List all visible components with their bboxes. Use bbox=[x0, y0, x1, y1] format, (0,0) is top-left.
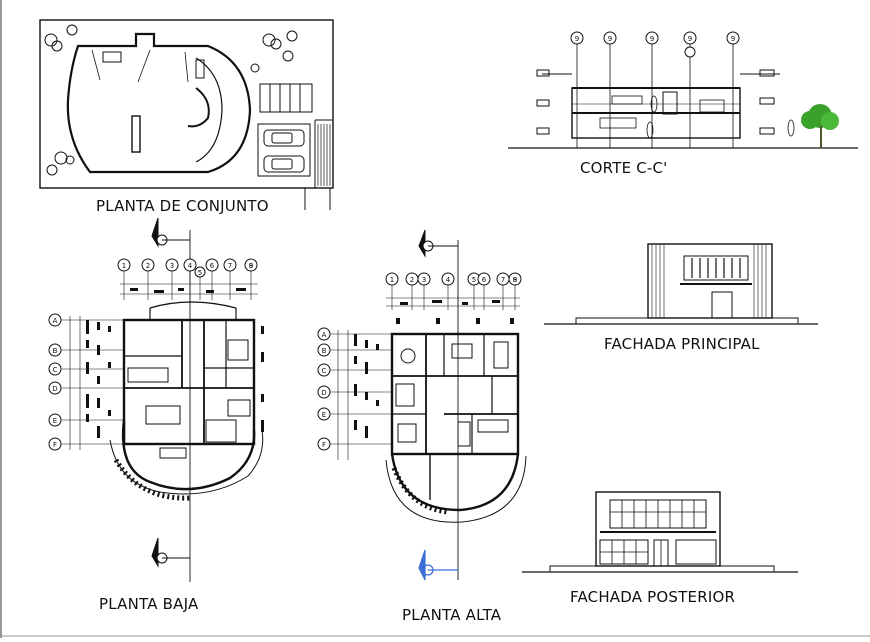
planta-conjunto-drawing bbox=[39, 19, 334, 210]
tree-icon bbox=[801, 104, 839, 148]
grid-bubble-label: E bbox=[53, 417, 57, 425]
north-arrow-icon bbox=[418, 229, 458, 258]
corte-title: CORTE C-C' bbox=[580, 159, 668, 177]
grid-bubble-label: F bbox=[322, 441, 326, 449]
grid-bubble-label: E bbox=[322, 411, 326, 419]
planta-baja-row-labels: A B C D E F bbox=[52, 317, 57, 449]
grid-bubble-label: 4 bbox=[188, 262, 193, 270]
planta-baja-column-labels: 1 2 3 456 7 89 bbox=[122, 262, 253, 277]
planta-baja-title: PLANTA BAJA bbox=[99, 595, 199, 613]
grid-bubble-label: A bbox=[322, 331, 327, 339]
fachada-posterior-title: FACHADA POSTERIOR bbox=[570, 588, 736, 606]
fachada-posterior-drawing bbox=[522, 491, 798, 573]
grid-bubble-label: 8 bbox=[513, 276, 517, 284]
corte-drawing bbox=[508, 31, 858, 149]
north-arrow-selected-icon bbox=[418, 549, 458, 581]
planta-alta-grid-bubbles bbox=[317, 272, 522, 451]
grid-bubble-label: 2 bbox=[410, 276, 414, 284]
grid-bubble-label: 5 bbox=[198, 269, 202, 277]
grid-bubble-label: 9 bbox=[688, 35, 692, 43]
grid-bubble-label: 3 bbox=[422, 276, 426, 284]
grid-bubble-label: 6 bbox=[210, 262, 215, 270]
grid-bubble-label: 4 bbox=[446, 276, 451, 284]
planta-baja-drawing bbox=[60, 230, 264, 582]
grid-bubble-label: B bbox=[322, 347, 327, 355]
grid-bubble-label: 9 bbox=[249, 262, 253, 270]
planta-alta-drawing bbox=[330, 240, 527, 580]
planta-alta-title: PLANTA ALTA bbox=[402, 606, 502, 624]
grid-bubble-label: 9 bbox=[608, 35, 612, 43]
grid-bubble-label: C bbox=[322, 367, 327, 375]
grid-bubble-label: 5 bbox=[472, 276, 476, 284]
grid-bubble-label: 1 bbox=[122, 262, 126, 270]
planta-conjunto-title: PLANTA DE CONJUNTO bbox=[96, 197, 269, 215]
north-arrow-icon bbox=[151, 217, 190, 568]
grid-bubble-label: 3 bbox=[170, 262, 174, 270]
planta-baja-grid-bubbles bbox=[48, 258, 258, 451]
corte-axis-labels: 9 9 9 9 9 bbox=[575, 35, 735, 43]
grid-bubble-label: 9 bbox=[513, 276, 517, 284]
grid-bubble-label: D bbox=[321, 389, 326, 397]
planta-alta-row-labels: AB C D E F bbox=[321, 331, 326, 449]
grid-bubble-label: 7 bbox=[501, 276, 505, 284]
grid-bubble-label: F bbox=[53, 441, 57, 449]
grid-bubble-label: B bbox=[53, 347, 58, 355]
grid-bubble-label: 2 bbox=[146, 262, 150, 270]
fachada-principal-title: FACHADA PRINCIPAL bbox=[604, 335, 760, 353]
grid-bubble-label: 9 bbox=[731, 35, 735, 43]
grid-bubble-label: 6 bbox=[482, 276, 487, 284]
grid-bubble-label: 8 bbox=[249, 262, 253, 270]
grid-bubble-label: 7 bbox=[228, 262, 232, 270]
grid-bubble-label: 9 bbox=[650, 35, 654, 43]
grid-bubble-label: 9 bbox=[575, 35, 579, 43]
grid-bubble-label: 1 bbox=[390, 276, 394, 284]
grid-bubble-label: C bbox=[53, 366, 58, 374]
grid-bubble-label: A bbox=[53, 317, 58, 325]
grid-bubble-label: D bbox=[52, 385, 57, 393]
fachada-principal-drawing bbox=[544, 243, 818, 325]
